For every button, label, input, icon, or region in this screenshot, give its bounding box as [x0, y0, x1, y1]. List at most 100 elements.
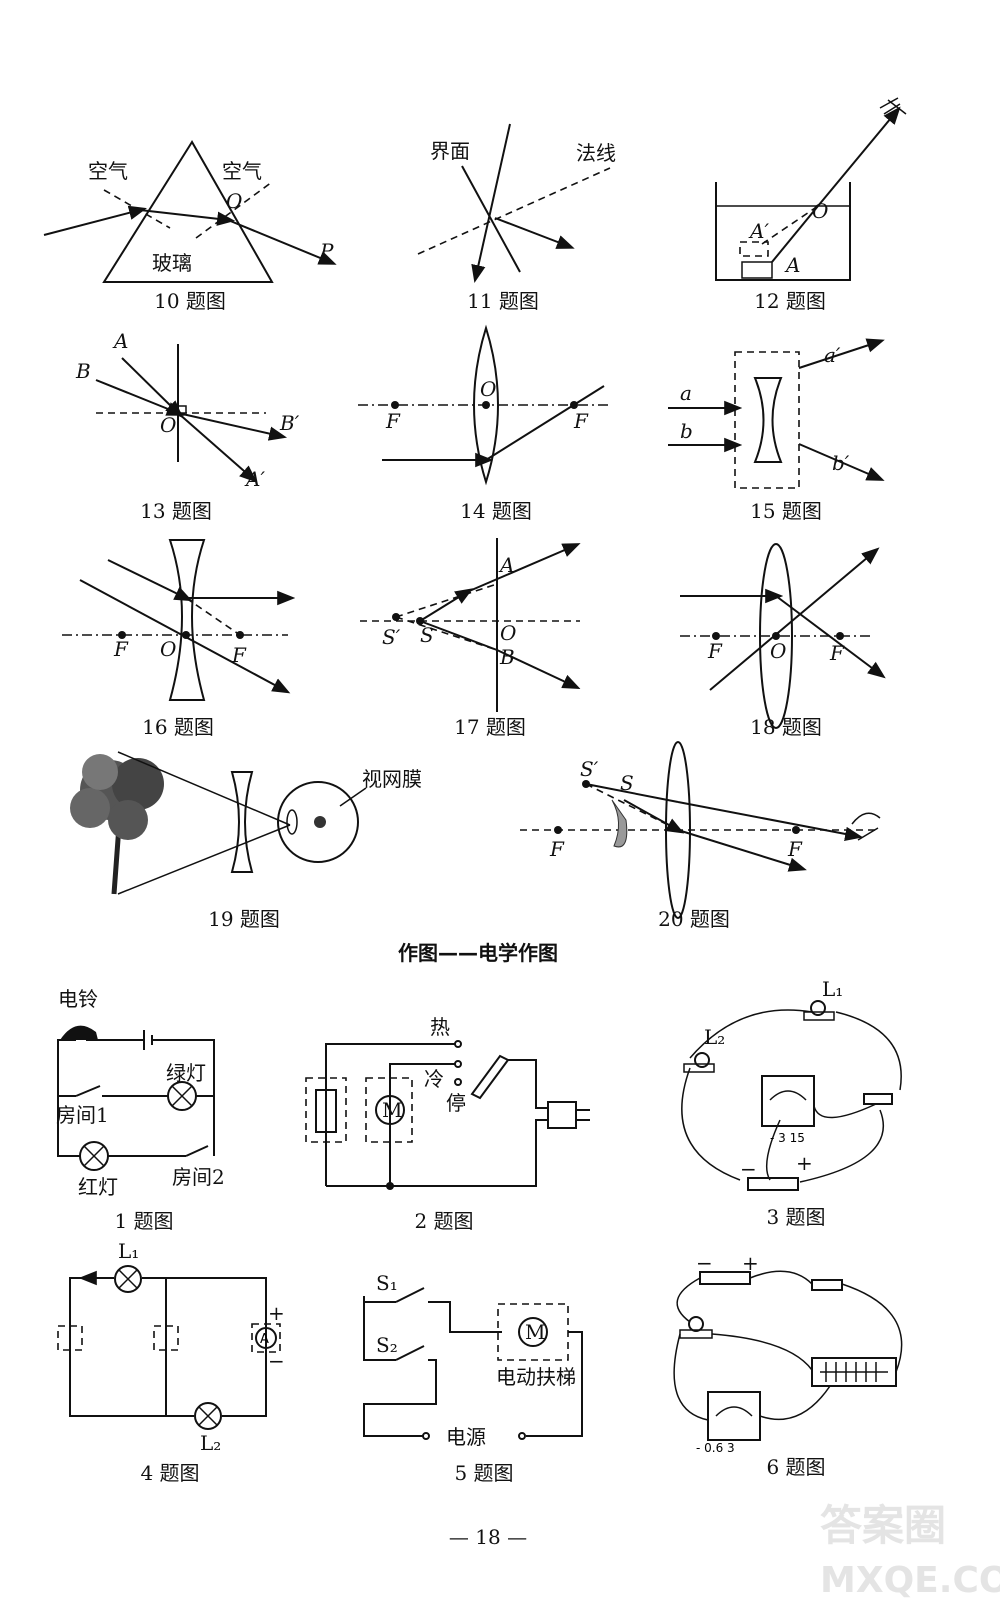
caption-20: 20 题图 — [658, 907, 730, 931]
lamp-L2 — [694, 1052, 710, 1068]
switch-room1 — [75, 1085, 101, 1097]
caption-e6: 6 题图 — [766, 1455, 825, 1479]
label-plus: + — [268, 1301, 285, 1325]
wire-4 — [765, 1119, 781, 1181]
label-green-lamp: 绿灯 — [166, 1061, 206, 1085]
power-terminal-1 — [422, 1432, 430, 1440]
label-minus: − — [740, 1157, 757, 1181]
caption-14: 14 题图 — [460, 499, 532, 523]
wire-3 — [813, 1103, 877, 1119]
page-number: — 18 — — [449, 1525, 527, 1549]
label-F-left: F — [385, 409, 401, 433]
label-motor: M — [382, 1098, 402, 1122]
label-motor: M — [525, 1320, 545, 1344]
battery — [747, 1177, 799, 1191]
heater-box — [305, 1077, 347, 1143]
meter-dial — [715, 1406, 753, 1417]
refracted-ray — [485, 385, 605, 461]
label-a: a — [680, 381, 692, 405]
eye-icon — [879, 97, 907, 115]
label-S-prime: S′ — [580, 757, 599, 781]
figure-17-mirror: A O B S′ S 17 题图 — [360, 538, 581, 739]
extension-to-focus — [185, 597, 241, 636]
label-F-left: F — [707, 639, 723, 663]
caption-16: 16 题图 — [142, 715, 214, 739]
beaker — [715, 182, 851, 281]
watermark-bottom: MXQE.COM — [820, 1560, 1000, 1601]
ray-B-prime — [177, 412, 288, 441]
ray-to-B — [419, 620, 498, 651]
wire-cold — [389, 1063, 456, 1186]
wire-s1-out — [428, 1301, 502, 1333]
label-F-right: F — [573, 409, 589, 433]
ray-top — [117, 751, 291, 826]
label-S: S — [420, 623, 434, 647]
ray-through-center — [709, 547, 880, 691]
refracted-ray-1 — [677, 829, 807, 872]
selector-switch — [470, 1054, 510, 1100]
concave-lens — [168, 539, 206, 701]
lamp-holder-L1 — [803, 1011, 835, 1021]
label-power: 电源 — [446, 1425, 486, 1449]
label-air-right: 空气 — [222, 159, 262, 183]
label-red-lamp: 红灯 — [78, 1175, 118, 1199]
power-terminal-2 — [518, 1432, 526, 1440]
focus-left — [118, 631, 126, 639]
red-lamp-cross — [83, 1145, 105, 1167]
interface-line — [461, 165, 521, 273]
candle-object — [611, 799, 628, 848]
wire-s1-in — [363, 1296, 396, 1303]
retina-pointer — [339, 787, 367, 807]
ray-B — [95, 379, 185, 416]
figure-18-convex-lens: F O F 18 题图 — [680, 543, 886, 739]
label-L2: L₂ — [200, 1431, 221, 1455]
wire-6 — [681, 1067, 741, 1181]
label-A: A — [112, 329, 128, 353]
switch-S1 — [395, 1287, 425, 1303]
right-angle-mark — [178, 405, 187, 413]
label-F-left: F — [549, 837, 565, 861]
figure-14-convex-lens: F O F 14 题图 — [358, 324, 608, 523]
label-room1: 房间1 — [56, 1103, 109, 1127]
label-L2: L₂ — [704, 1025, 725, 1049]
label-S-prime: S′ — [382, 625, 401, 649]
ray-in-water — [771, 205, 819, 263]
label-room2: 房间2 — [172, 1165, 225, 1189]
lamp-L1-cross — [118, 1269, 138, 1289]
switch — [811, 1279, 843, 1291]
label-stop: 停 — [446, 1091, 466, 1115]
wire-switch — [508, 1059, 548, 1109]
normal-line-right — [195, 181, 273, 239]
label-O: O — [500, 621, 516, 645]
eyeball — [277, 781, 359, 863]
wire-2 — [841, 1283, 903, 1373]
lamp-holder-L2 — [683, 1063, 715, 1073]
wire-return — [526, 1331, 583, 1437]
normal-line-left — [103, 189, 171, 229]
circuit-4-parallel: A + − L₁ L₂ 4 题图 — [57, 1239, 285, 1485]
ray-a-prime — [798, 338, 885, 369]
lamp-L2 — [194, 1402, 222, 1430]
switch-room2 — [185, 1145, 209, 1157]
figure-13-reflection: A B O B′ A′ 13 题图 — [75, 329, 300, 523]
wire-1 — [689, 1009, 813, 1059]
ray-b — [494, 217, 575, 249]
caption-15: 15 题图 — [750, 499, 822, 523]
focus-left — [554, 826, 562, 834]
watermark: 答案圈 MXQE.COM — [820, 1501, 1000, 1601]
lamp-L1 — [114, 1265, 142, 1293]
virtual-ray — [761, 205, 819, 245]
label-O: O — [160, 637, 176, 661]
label-escalator: 电动扶梯 — [496, 1365, 576, 1389]
label-b: b — [680, 419, 693, 443]
section-title: 作图——电学作图 — [398, 941, 558, 965]
heater-resistor — [315, 1089, 337, 1133]
figure-16-concave-lens: F O F 16 题图 — [62, 539, 296, 739]
reflected-ray-B — [496, 649, 581, 690]
refracted-ray-in-glass — [139, 209, 236, 226]
motor-box — [365, 1077, 413, 1143]
label-O: O — [770, 639, 786, 663]
label-ammeter: A — [260, 1332, 269, 1347]
wire-bottom — [326, 1119, 548, 1187]
figure-12-beaker: O A′ A 12 题图 — [715, 97, 907, 313]
